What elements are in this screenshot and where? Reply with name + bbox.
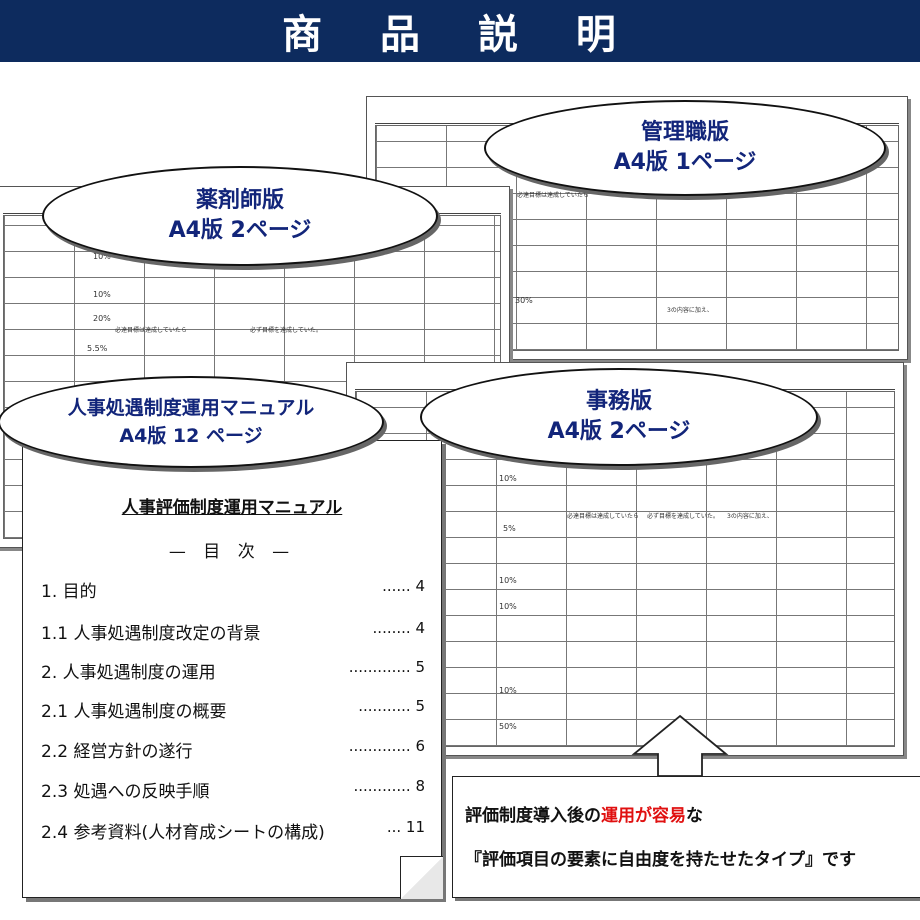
oval-pages: A4版 2ページ — [547, 419, 691, 444]
sheet-cell-pct: 20% — [93, 314, 111, 323]
sheet-cell-text: 3の内容に加え、 — [667, 307, 713, 314]
sheet-cell-text: 必達目標は達成していたら — [115, 327, 187, 334]
oval-title: 人事処遇制度運用マニュアル — [67, 397, 315, 419]
sheet-cell-pct: 10% — [499, 474, 517, 483]
callout-line2: 『評価項目の要素に自由度を持たせたタイプ』です — [465, 850, 856, 870]
manual-document: 人事評価制度運用マニュアル — 目 次 — 1. 目的 ...... 4 1.1… — [22, 440, 443, 899]
sheet-cell-pct: 10% — [499, 686, 517, 695]
sheet-cell-text: 3の内容に加え、 — [727, 513, 773, 520]
callout-highlight: 運用が容易 — [601, 806, 686, 826]
sheet-cell-text: 必達目標は達成していたら — [517, 192, 589, 199]
banner-title: 商 品 説 明 — [282, 12, 638, 58]
callout-text: な — [686, 806, 703, 826]
toc-page: ... 11 — [386, 818, 425, 836]
toc-page: ............. 5 — [348, 658, 425, 676]
sheet-cell-text: 必達目標は達成していたら — [567, 513, 639, 520]
toc-label: 2. 人事処遇制度の運用 — [41, 663, 216, 683]
oval-manual: 人事処遇制度運用マニュアル A4版 12 ページ — [0, 376, 384, 468]
oval-title: 事務版 — [585, 389, 652, 414]
toc-label: 1. 目的 — [41, 582, 97, 602]
toc-page: ........ 4 — [372, 619, 425, 637]
toc-label: 2.2 経営方針の遂行 — [41, 742, 193, 762]
oval-yakuzaishi: 薬剤師版 A4版 2ページ — [42, 166, 438, 266]
manual-toc-heading: — 目 次 — — [168, 542, 296, 562]
page-banner: 商 品 説 明 — [0, 0, 920, 62]
toc-label: 2.3 処遇への反映手順 — [41, 782, 210, 802]
sheet-cell-pct: 10% — [499, 576, 517, 585]
up-arrow-icon — [631, 714, 729, 777]
toc-page: ........... 5 — [358, 697, 425, 715]
toc-label: 2.4 参考資料(人材育成シートの構成) — [41, 823, 325, 843]
oval-jimu: 事務版 A4版 2ページ — [420, 368, 818, 466]
callout-box: 評価制度導入後の運用が容易な 『評価項目の要素に自由度を持たせたタイプ』です — [452, 776, 920, 898]
toc-page: ...... 4 — [382, 577, 425, 595]
toc-page: ............ 8 — [353, 777, 425, 795]
callout-text: 評価制度導入後の — [465, 806, 601, 826]
sheet-cell-pct: 10% — [499, 602, 517, 611]
toc-label: 1.1 人事処遇制度改定の背景 — [41, 624, 261, 644]
callout-line1: 評価制度導入後の運用が容易な — [465, 801, 703, 826]
oval-title: 薬剤師版 — [195, 188, 284, 213]
sheet-cell-pct: 10% — [93, 252, 111, 261]
page-curl — [400, 856, 443, 899]
sheet-cell-pct: 10% — [93, 290, 111, 299]
manual-title: 人事評価制度運用マニュアル — [121, 498, 343, 518]
sheet-cell-pct: 5.5% — [87, 344, 108, 353]
oval-pages: A4版 12 ページ — [119, 425, 263, 447]
sheet-cell-pct: 50% — [499, 722, 517, 731]
sheet-cell-pct: 30% — [515, 296, 533, 305]
oval-kanrishoku: 管理職版 A4版 1ページ — [484, 100, 886, 196]
sheet-cell-text: 必ず目標を達成していた。 — [647, 513, 719, 520]
oval-title: 管理職版 — [640, 120, 729, 145]
sheet-cell-pct: 5% — [503, 524, 516, 533]
sheet-cell-text: 必ず目標を達成していた。 — [250, 327, 322, 334]
toc-label: 2.1 人事処遇制度の概要 — [41, 702, 227, 722]
oval-pages: A4版 2ページ — [168, 218, 312, 243]
toc-page: ............. 6 — [348, 737, 425, 755]
oval-pages: A4版 1ページ — [613, 150, 757, 175]
